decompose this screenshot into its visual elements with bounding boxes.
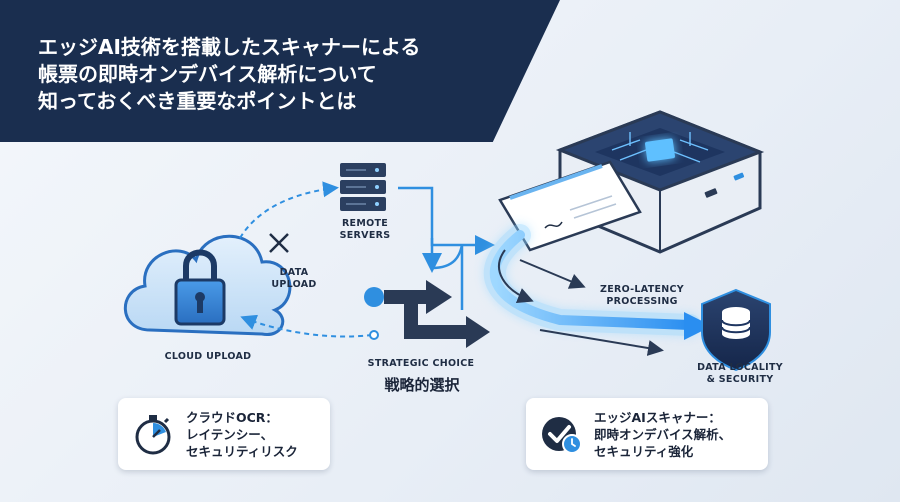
zero-latency-label: ZERO-LATENCY PROCESSING bbox=[600, 284, 684, 307]
cloud-ocr-card: クラウドOCR： レイテンシー、 セキュリティリスク bbox=[118, 398, 330, 470]
shield-database-icon bbox=[701, 288, 771, 372]
server-stack-icon bbox=[340, 163, 386, 211]
cloud-card-line-1: クラウドOCR： bbox=[186, 409, 278, 425]
title-line-3: 知っておくべき重要なポイントとは bbox=[38, 89, 357, 113]
stopwatch-icon bbox=[132, 413, 174, 455]
zero-latency-glow-path bbox=[483, 224, 712, 356]
cloud-lock-icon bbox=[123, 234, 292, 336]
cloud-card-line-3: セキュリティリスク bbox=[186, 443, 298, 459]
title-line-2: 帳票の即時オンデバイス解析について bbox=[38, 62, 377, 86]
edge-card-line-2: 即時オンデバイス解析、 bbox=[594, 426, 732, 442]
upload-path-bottom bbox=[240, 314, 373, 338]
remote-servers-label: REMOTE SERVERS bbox=[339, 218, 391, 241]
cloud-card-line-2: レイテンシー、 bbox=[186, 426, 274, 442]
title-banner bbox=[0, 0, 560, 142]
strategic-choice-jp-label: 戦略的選択 bbox=[384, 376, 460, 394]
data-locality-label: DATA LOCALITY & SECURITY bbox=[697, 362, 783, 385]
title-line-1: エッジAI技術を搭載したスキャナーによる bbox=[38, 35, 421, 59]
data-upload-label: DATA UPLOAD bbox=[271, 267, 317, 290]
edge-card-line-3: セキュリティ強化 bbox=[594, 443, 694, 459]
check-clock-icon bbox=[540, 413, 582, 455]
strategic-choice-label: STRATEGIC CHOICE bbox=[367, 358, 475, 369]
cloud-upload-label: CLOUD UPLOAD bbox=[164, 351, 252, 362]
strategic-choice-arrows bbox=[364, 186, 495, 348]
page-title: エッジAI技術を搭載したスキャナーによる 帳票の即時オンデバイス解析について 知… bbox=[38, 34, 508, 115]
blocked-x-icon bbox=[269, 233, 289, 253]
upload-path-top bbox=[239, 181, 339, 239]
edge-ai-card: エッジAIスキャナー： 即時オンデバイス解析、 セキュリティ強化 bbox=[526, 398, 768, 470]
edge-card-line-1: エッジAIスキャナー： bbox=[594, 409, 721, 425]
